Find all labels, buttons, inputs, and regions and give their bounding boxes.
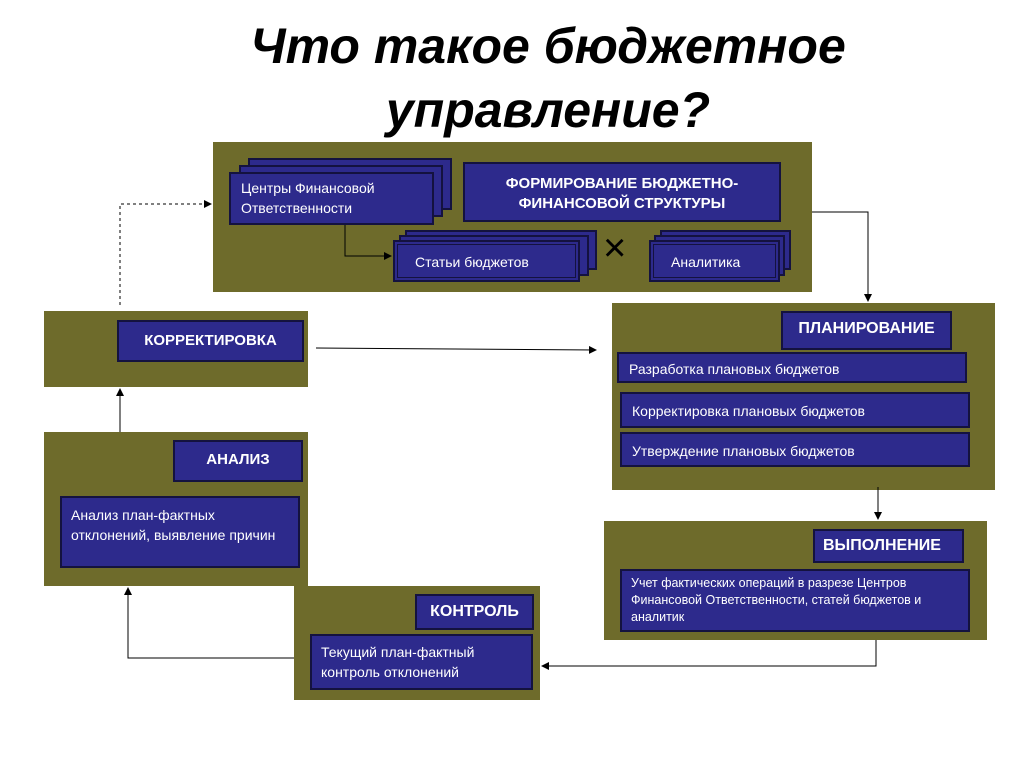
arrow-structure-to-planning <box>812 211 872 302</box>
planning-header: ПЛАНИРОВАНИЕ <box>781 311 952 350</box>
execution-text: Учет фактических операций в разрезе Цент… <box>620 569 970 632</box>
cross-icon: × <box>603 226 627 270</box>
analytics-box: Аналитика <box>649 240 780 282</box>
title-line-1: Что такое бюджетное <box>250 18 846 74</box>
planning-step: Утверждение плановых бюджетов <box>620 432 970 467</box>
arrow-execution-to-control <box>541 640 877 670</box>
title-line-2: управление? <box>385 82 711 138</box>
slide-title: Что такое бюджетное управление? <box>140 14 956 142</box>
execution-header: ВЫПОЛНЕНИЕ <box>813 529 964 563</box>
analysis-header: АНАЛИЗ <box>173 440 303 482</box>
control-header: КОНТРОЛЬ <box>415 594 534 630</box>
analysis-text: Анализ план-фактных отклонений, выявлени… <box>60 496 300 568</box>
arrow-control-to-analysis <box>124 587 294 659</box>
planning-step: Корректировка плановых бюджетов <box>620 392 970 428</box>
arrow-correction-to-planning <box>315 345 597 354</box>
budget-items-box: Статьи бюджетов <box>393 240 580 282</box>
arrow-correction-to-structure <box>119 200 212 305</box>
responsibility-centers-box: Центры Финансовой Ответственности <box>229 172 434 225</box>
correction-header: КОРРЕКТИРОВКА <box>117 320 304 362</box>
planning-step: Разработка плановых бюджетов <box>617 352 967 383</box>
control-text: Текущий план-фактный контроль отклонений <box>310 634 533 690</box>
structure-header: ФОРМИРОВАНИЕ БЮДЖЕТНО-ФИНАНСОВОЙ СТРУКТУ… <box>463 162 781 222</box>
arrow-centers-to-items <box>344 225 392 260</box>
